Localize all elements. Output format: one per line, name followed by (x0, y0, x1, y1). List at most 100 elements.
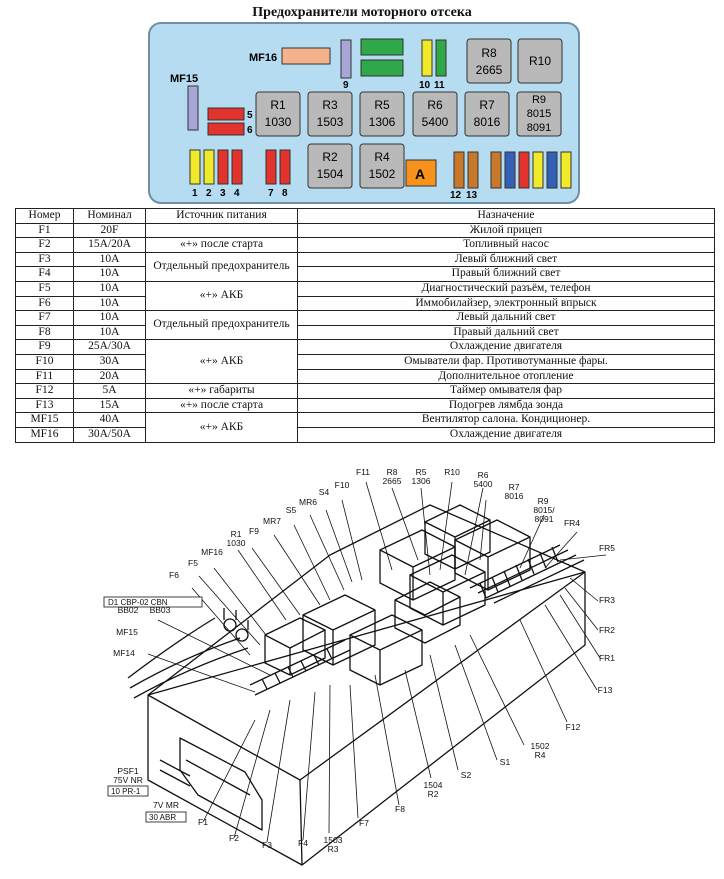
svg-text:R5: R5 (374, 98, 390, 112)
label-2: 2 (206, 188, 212, 199)
fuse-extra-5 (546, 151, 558, 189)
lbl-mf15: MF15 (116, 627, 138, 637)
svg-text:R3: R3 (322, 98, 338, 112)
label-8: 8 (282, 188, 288, 199)
table-header-row: Номер Номинал Источник питания Назначени… (15, 208, 715, 224)
block-a (405, 159, 437, 187)
svg-text:R4: R4 (374, 150, 390, 164)
lbl-r1: R1 (231, 529, 242, 539)
fuse-mf16 (281, 47, 331, 65)
lbl-mr7: MR7 (263, 516, 281, 526)
svg-text:R1: R1 (270, 98, 286, 112)
fuse-13 (467, 151, 479, 189)
lbl-connector: D1 CBP-02 CBN (108, 598, 168, 607)
svg-text:1030: 1030 (265, 115, 292, 129)
relay-r9: R9 8015 8091 (516, 91, 562, 137)
lbl-r7: R7 (509, 482, 520, 492)
lbl-r4: R4 (535, 750, 546, 760)
fuse-8 (279, 149, 291, 185)
fuse-mf15 (187, 85, 199, 131)
lbl-r8: R8 (387, 467, 398, 477)
lbl-r2: R2 (428, 789, 439, 799)
lbl-bb03: BB03 (150, 605, 171, 615)
lbl-f13: F13 (598, 685, 613, 695)
lbl-s5: S5 (286, 505, 297, 515)
relay-r5: R5 1306 (359, 91, 405, 137)
fuse-9 (340, 39, 352, 79)
lbl-r9-code2: 8091 (535, 514, 554, 524)
label-4: 4 (234, 188, 240, 199)
lbl-10pr: 10 PR-1 (111, 787, 141, 796)
relay-r8: R8 2665 (466, 38, 512, 84)
lbl-f11: F11 (356, 467, 370, 477)
header-number: Номер (15, 208, 74, 224)
fuse-12 (453, 151, 465, 189)
fuse-2 (203, 149, 215, 185)
label-7: 7 (268, 188, 274, 199)
lbl-mf14: MF14 (113, 648, 135, 658)
label-12: 12 (450, 190, 462, 201)
relay-r10: R10 (517, 38, 563, 84)
svg-text:5400: 5400 (422, 115, 449, 129)
lbl-r9: R9 (538, 496, 549, 506)
relay-r7: R7 8016 (464, 91, 510, 137)
relay-r1: R1 1030 (255, 91, 301, 137)
lbl-r10: R10 (444, 467, 460, 477)
lbl-r6: R6 (478, 470, 489, 480)
lbl-r5-code: 1306 (412, 476, 431, 486)
label-10: 10 (419, 80, 431, 91)
relay-r6: R6 5400 (412, 91, 458, 137)
header-purpose: Назначение (297, 208, 715, 224)
lbl-30abr: 30 ABR (149, 813, 176, 822)
lbl-fr5: FR5 (599, 543, 615, 553)
lbl-1502: 1502 (531, 741, 550, 751)
fuse-table: Номер Номинал Источник питания Назначени… (15, 208, 715, 443)
lbl-r6-code: 5400 (474, 479, 493, 489)
lbl-fr1: FR1 (599, 653, 615, 663)
svg-text:1306: 1306 (369, 115, 396, 129)
lbl-7v: 7V MR (153, 800, 179, 810)
fuse-extra-1 (490, 151, 502, 189)
fuse-green-upper (360, 38, 404, 56)
relay-r4: R4 1502 (359, 143, 405, 189)
lbl-f10: F10 (335, 480, 350, 490)
label-5: 5 (247, 110, 253, 121)
fuse-extra-2 (504, 151, 516, 189)
label-mf16: MF16 (249, 52, 277, 64)
fuse-1 (189, 149, 201, 185)
fuse-7 (265, 149, 277, 185)
fuse-green-lower (360, 59, 404, 77)
fuse-box-isometric-drawing: F11 R8 2665 R5 1306 R10 R6 5400 F10 R7 8… (103, 467, 615, 866)
lbl-mr6: MR6 (299, 497, 317, 507)
svg-text:1502: 1502 (369, 167, 396, 181)
label-1: 1 (192, 188, 198, 199)
label-mf15: MF15 (170, 73, 198, 85)
lbl-f9: F9 (249, 526, 259, 536)
lbl-1504: 1504 (424, 780, 443, 790)
lbl-psf1: PSF1 (117, 766, 139, 776)
page-title: Предохранители моторного отсека (252, 5, 472, 20)
label-13: 13 (466, 190, 478, 201)
lbl-fr4: FR4 (564, 518, 580, 528)
fuse-5 (207, 107, 245, 121)
lbl-f2: F2 (229, 833, 239, 843)
fuse-extra-4 (532, 151, 544, 189)
fuse-extra-3 (518, 151, 530, 189)
label-a: A (415, 166, 425, 182)
fuse-4 (231, 149, 243, 185)
header-source: Источник питания (145, 208, 298, 224)
svg-text:2665: 2665 (476, 63, 503, 77)
label-11: 11 (434, 80, 445, 91)
lbl-s1: S1 (500, 757, 511, 767)
svg-text:R9: R9 (532, 94, 546, 106)
